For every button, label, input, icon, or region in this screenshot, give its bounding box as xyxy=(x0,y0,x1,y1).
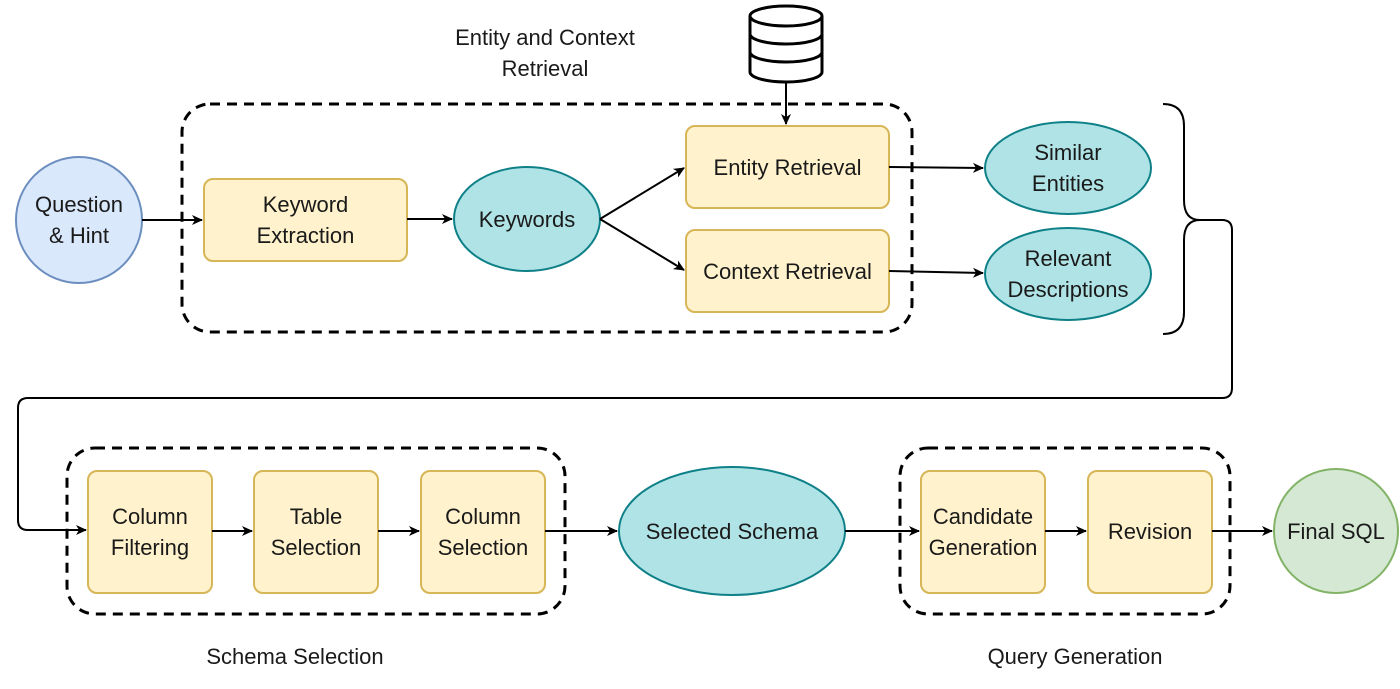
database-icon xyxy=(748,4,824,84)
edge-entity-to-similar xyxy=(888,162,984,173)
column-selection-label: Column Selection xyxy=(437,504,529,560)
selected-schema-label: Selected Schema xyxy=(645,518,819,544)
column-filtering-label: Column Filtering xyxy=(110,504,190,560)
edge-context-to-relevant xyxy=(888,267,984,278)
similar-entities-label: Similar Entities xyxy=(1031,140,1105,196)
relevant-descriptions-label: Relevant Descriptions xyxy=(1007,246,1129,302)
candidate-generation-label: Candidate Generation xyxy=(928,504,1038,560)
query-generation-group xyxy=(898,446,1232,616)
edge-brace-to-column-filtering xyxy=(17,219,1233,535)
question-hint-label: Question & Hint xyxy=(34,192,124,248)
entity-retrieval-label: Entity Retrieval xyxy=(713,154,862,180)
final-sql-label: Final SQL xyxy=(1287,518,1385,544)
edge-keywords-to-context xyxy=(599,218,685,271)
keywords-label: Keywords xyxy=(478,206,576,232)
keyword-extraction-label: Keyword Extraction xyxy=(256,192,355,248)
relevant-descriptions-node xyxy=(984,227,1152,321)
final-sql-node xyxy=(1273,468,1399,594)
right-curly-brace xyxy=(1162,103,1201,335)
query-generation-group-label: Query Generation xyxy=(987,643,1163,669)
similar-entities-node xyxy=(984,121,1152,215)
schema-selection-group-label: Schema Selection xyxy=(206,643,384,669)
entity-context-group-label: Entity and Context Retrieval xyxy=(455,25,635,81)
table-selection-label: Table Selection xyxy=(270,504,362,560)
revision-label: Revision xyxy=(1107,518,1193,544)
context-retrieval-label: Context Retrieval xyxy=(703,258,872,284)
edge-keywords-to-entity xyxy=(599,167,685,220)
entity-context-group xyxy=(180,102,914,334)
